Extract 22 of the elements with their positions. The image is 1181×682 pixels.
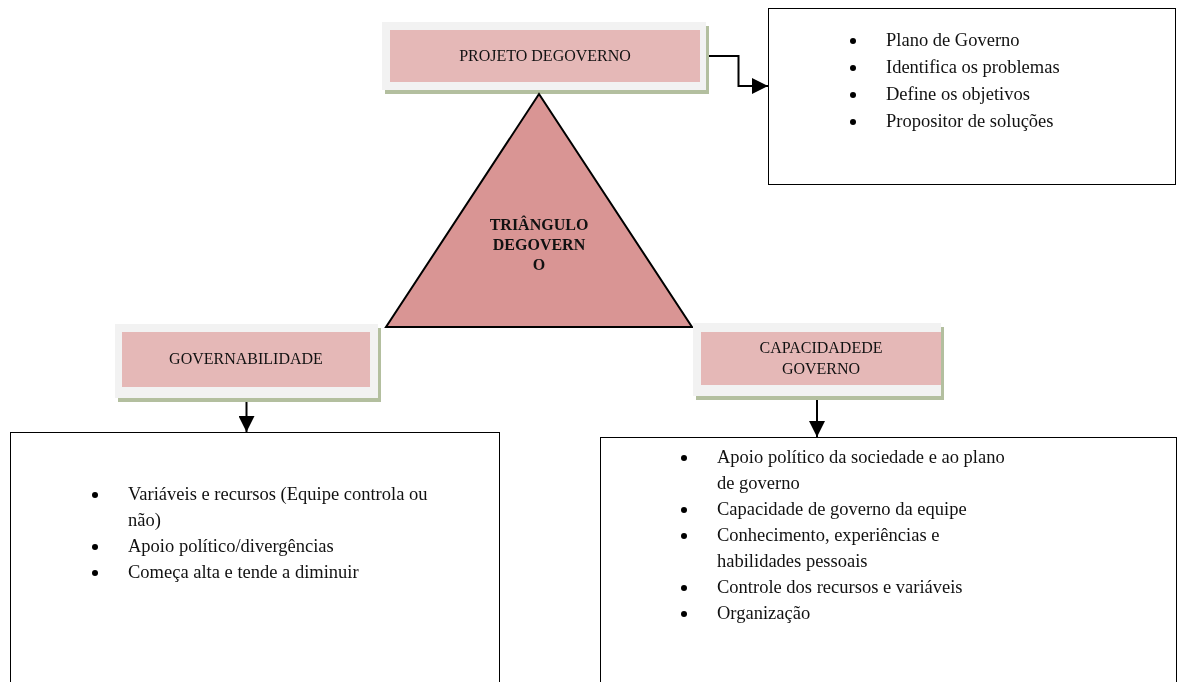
box-label: CAPACIDADEDE GOVERNO [758, 337, 884, 379]
bullet-list-box [10, 432, 500, 682]
list-item: Plano de Governo [886, 30, 1020, 50]
list-item: Define os objetivos [886, 84, 1030, 104]
list-item: Organização [717, 603, 811, 623]
list-item: Apoio político da sociedade e ao plano de governo [717, 447, 1005, 493]
arrow [809, 399, 825, 438]
list-item: Propositor de soluções [886, 111, 1054, 131]
arrow [708, 55, 769, 94]
box-label: GOVERNABILIDADE [169, 349, 323, 370]
bullet-list-box [600, 437, 1177, 682]
list-item: Variáveis e recursos (Equipe controla ou não) [128, 484, 428, 530]
arrow [238, 401, 255, 433]
box-label: PROJETO DEGOVERNO [459, 45, 631, 66]
list-item: Identifica os problemas [886, 57, 1060, 77]
list-item: Capacidade de governo da equipe [717, 499, 967, 519]
list-item: Conhecimento, experiências e habilidades pessoais [717, 525, 940, 571]
list-item: Apoio político/divergências [128, 536, 334, 556]
list-item: Começa alta e tende a diminuir [128, 562, 359, 582]
triangle-label: TRIÂNGULO DEGOVERNO [489, 215, 589, 275]
bullet-list-box [768, 8, 1176, 185]
list-item: Controle dos recursos e variáveis [717, 577, 963, 597]
